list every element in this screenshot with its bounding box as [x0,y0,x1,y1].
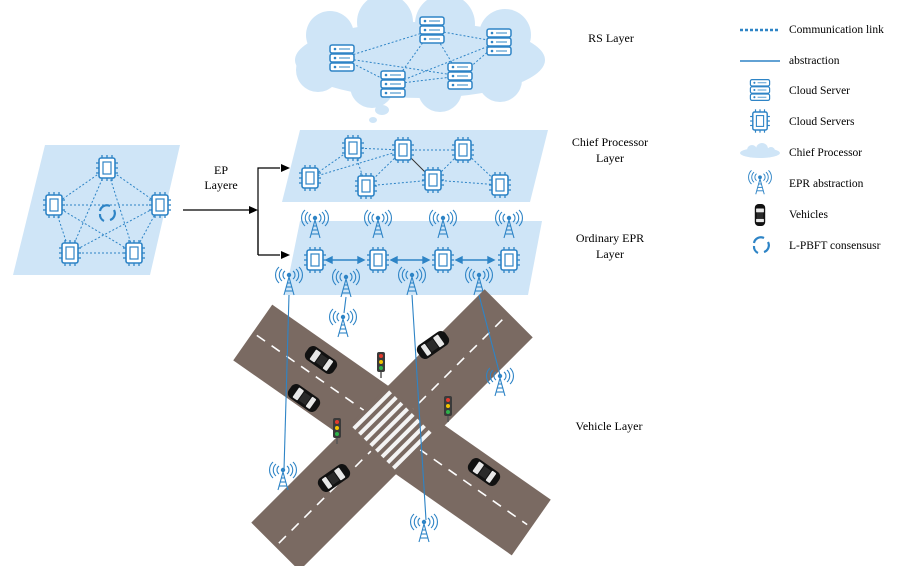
epr-chip-icon [431,246,455,274]
rs-server-icon [447,62,473,90]
chief-chip-icon [298,164,322,192]
chief-chip-icon [391,136,415,164]
rs-server-icon [329,44,355,72]
crossroad [233,289,551,566]
chief-layer-label-line2: Layer [596,151,624,165]
rs-server-icon [380,70,406,98]
chip-icon [749,108,771,134]
legend-label: Chief Processor [789,147,862,159]
legend-label: Cloud Servers [789,116,855,128]
rs-server-icon [419,16,445,44]
consensus-icon [752,236,770,254]
cloud-icon [740,143,780,158]
legend-label: L-PBFT consensusr [789,240,881,252]
legend-label: abstraction [789,55,840,67]
arrowheads [249,164,290,259]
ep-label-line1: EP [214,163,228,177]
epr-chip-icon [497,246,521,274]
epr-chip-icon [366,246,390,274]
chief-layer-label-line1: Chief Processor [572,135,648,149]
rs-layer-label: RS Layer [588,31,634,45]
legend-label: Communication link [789,24,884,36]
chief-chip-icon [421,166,445,194]
consensus-icon [98,204,116,222]
chief-chip-icon [341,134,365,162]
cloud-server-icon [749,78,771,102]
ep-chip-icon [95,154,119,182]
chief-chip-icon [451,136,475,164]
car-icon [754,203,766,227]
rs-server-icon [486,28,512,56]
vehicle-layer-label: Vehicle Layer [576,419,643,433]
ep-arrows [183,167,280,256]
ordinary-layer-label-line2: Layer [596,247,624,261]
legend: Communication link abstraction Cloud Ser… [740,24,884,254]
antenna-icon [748,169,772,195]
antenna-icon [409,513,439,543]
ordinary-links [324,255,496,265]
legend-label: Vehicles [789,209,828,221]
ep-chip-icon [122,239,146,267]
abstraction-lines [283,294,501,521]
ep-chip-icon [148,191,172,219]
legend-label: EPR abstraction [789,178,864,190]
ordinary-layer-label-line1: Ordinary EPR [576,231,644,245]
traffic-light-icon [376,351,386,379]
ep-label-line2: Layere [204,178,237,192]
chief-chip-icon [488,171,512,199]
chief-chip-icon [354,172,378,200]
ep-chip-icon [42,191,66,219]
antenna-icon [328,308,358,338]
legend-label: Cloud Server [789,85,850,97]
epr-chip-icon [303,246,327,274]
ep-chip-icon [58,239,82,267]
